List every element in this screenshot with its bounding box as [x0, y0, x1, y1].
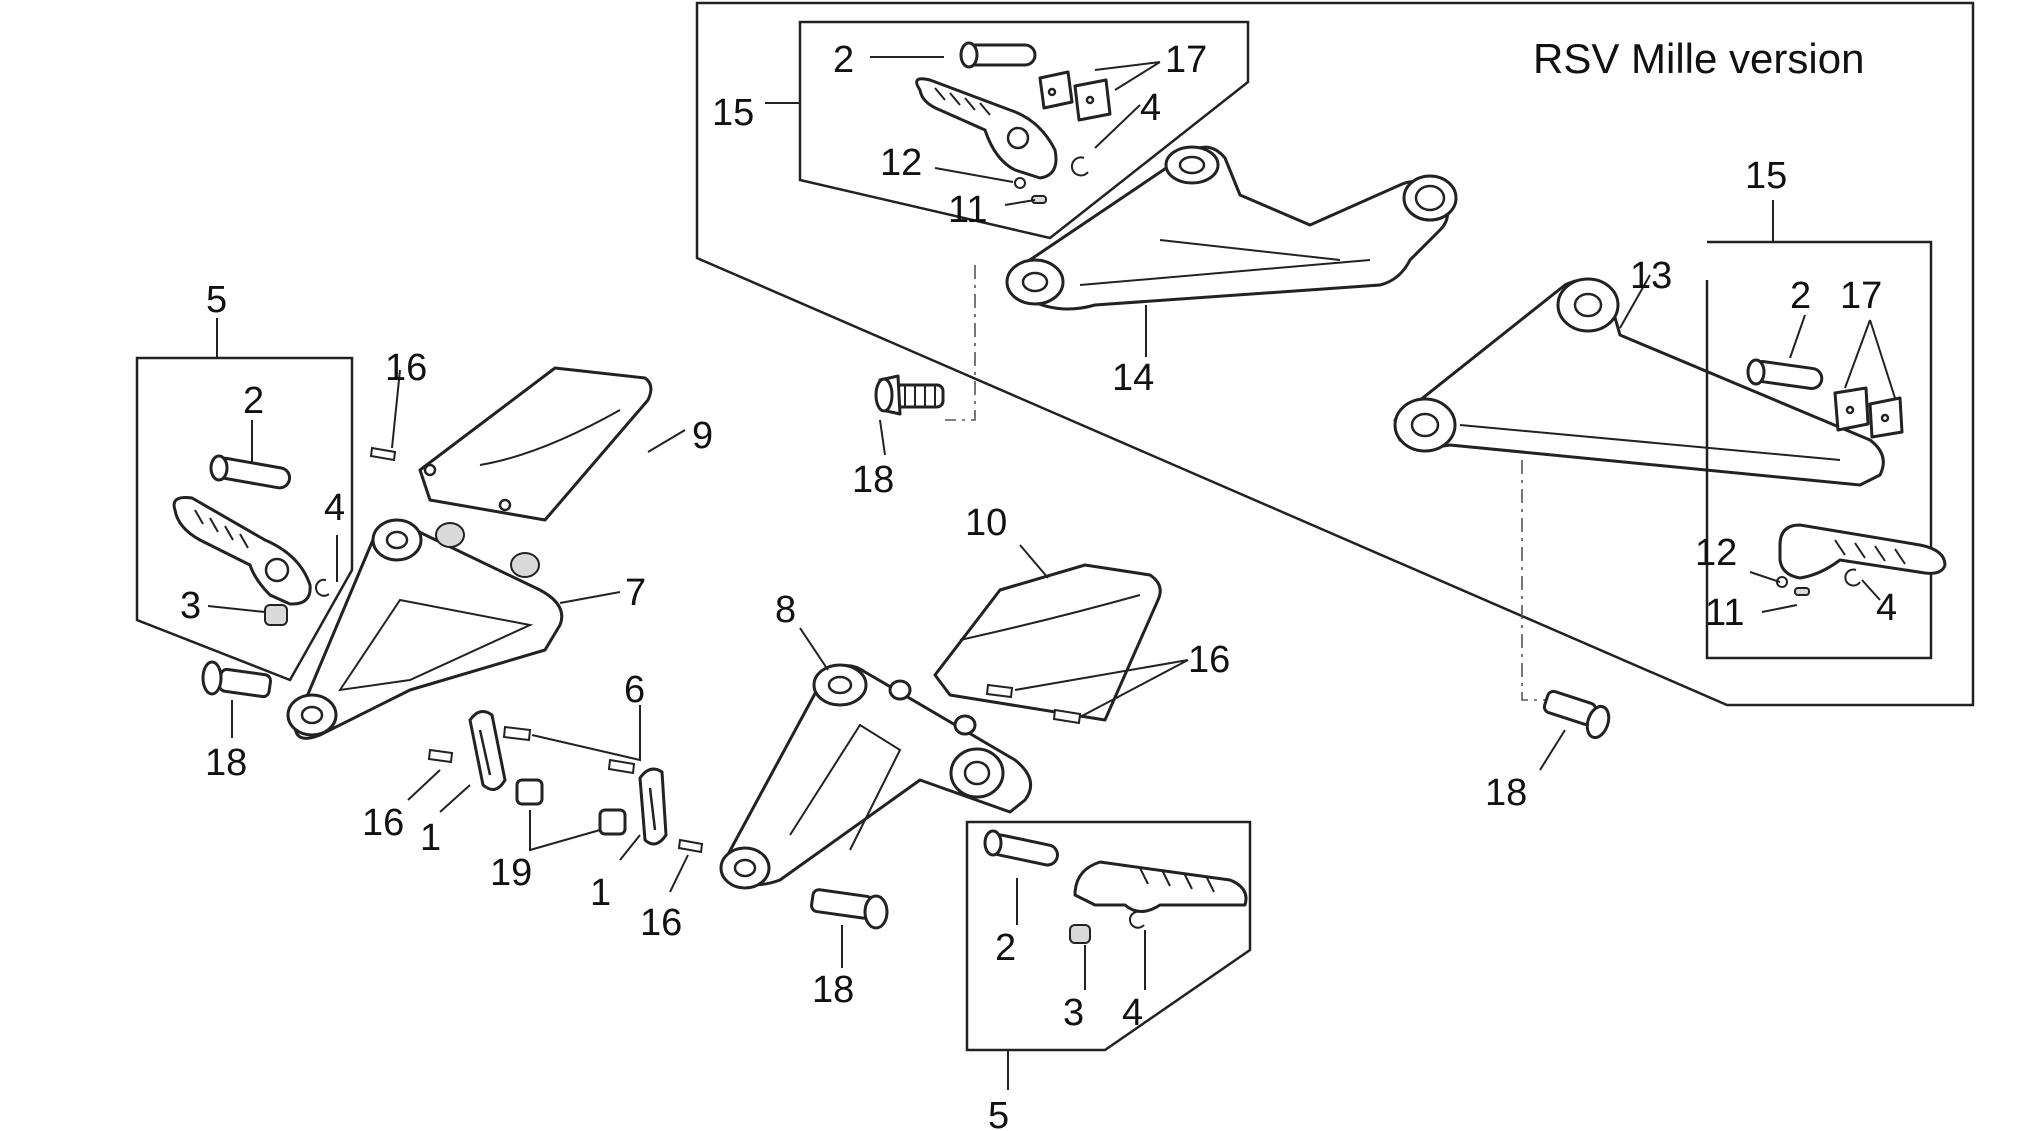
plate-icon — [1833, 386, 1904, 439]
label-2: 2 — [1790, 275, 1811, 317]
spacer-19-icon — [598, 808, 627, 836]
label-7: 7 — [625, 572, 646, 614]
bolt-icon — [810, 888, 889, 930]
pin-icon — [959, 41, 1037, 69]
bolt-icon — [201, 660, 273, 699]
ball-icon — [1014, 177, 1026, 189]
screw-16-icon — [677, 838, 704, 854]
footpeg-icon — [915, 77, 1058, 180]
footpeg-icon — [1778, 523, 1947, 580]
group-box-15-right — [1705, 240, 1933, 660]
dash-line-13 — [1521, 460, 1545, 701]
label-12: 12 — [880, 142, 922, 184]
screw-16-icon — [1052, 708, 1082, 725]
label-2: 2 — [995, 927, 1016, 969]
label-4: 4 — [1122, 992, 1143, 1034]
label-16: 16 — [1188, 639, 1230, 681]
clip-icon — [1070, 156, 1089, 177]
plate-icon — [1038, 70, 1112, 122]
label-18: 18 — [812, 969, 854, 1011]
label-17: 17 — [1165, 39, 1207, 81]
version-title: RSV Mille version — [1533, 35, 1864, 82]
bolt-icon — [874, 374, 945, 416]
bracket-8-icon — [719, 663, 1033, 890]
washer-icon — [888, 679, 912, 701]
label-4: 4 — [1140, 87, 1161, 129]
footpeg-icon — [172, 496, 312, 606]
pin-icon — [983, 829, 1059, 867]
label-11: 11 — [948, 189, 987, 231]
label-2: 2 — [243, 380, 264, 422]
label-4: 4 — [1876, 587, 1897, 629]
screw-16-icon — [427, 748, 454, 764]
label-18: 18 — [205, 742, 247, 784]
bracket-13-icon — [1393, 277, 1885, 487]
label-9: 9 — [692, 415, 713, 457]
label-16: 16 — [385, 347, 427, 389]
label-14: 14 — [1112, 357, 1154, 399]
label-11: 11 — [1705, 592, 1744, 634]
label-4: 4 — [324, 487, 345, 529]
group-box-5-bottom — [965, 820, 1252, 1052]
pin-icon — [1746, 358, 1824, 390]
group-box-5-left — [135, 356, 354, 682]
link-plate-1-icon — [638, 767, 668, 846]
label-16: 16 — [640, 902, 682, 944]
spring-icon — [1069, 924, 1091, 944]
clip-icon — [1129, 910, 1145, 929]
leader-lines — [207, 56, 1896, 1090]
spring-icon — [1794, 587, 1810, 596]
label-18: 18 — [852, 459, 894, 501]
rsv-version-boundary — [695, 1, 1975, 707]
label-1: 1 — [420, 817, 441, 859]
heel-guard-9-icon — [418, 366, 653, 522]
pin-icon — [209, 454, 292, 490]
label-12: 12 — [1695, 532, 1737, 574]
screw-16-icon — [607, 758, 636, 775]
dash-line-14 — [945, 265, 976, 421]
bracket-7-icon — [286, 518, 564, 740]
label-6: 6 — [624, 669, 645, 711]
bolt-icon — [1542, 689, 1611, 740]
label-2: 2 — [833, 39, 854, 81]
label-17: 17 — [1840, 275, 1882, 317]
heel-guard-10-icon — [933, 563, 1162, 722]
label-13: 13 — [1630, 255, 1672, 297]
label-15: 15 — [1745, 155, 1787, 197]
screw-16-icon — [985, 683, 1014, 699]
spacer-19-icon — [515, 778, 544, 806]
spring-icon — [264, 604, 288, 626]
link-plate-1-icon — [468, 709, 507, 791]
group-box-15-top — [798, 20, 1250, 240]
clip-icon — [1844, 568, 1861, 587]
label-5: 5 — [206, 279, 227, 321]
clip-icon — [315, 578, 330, 597]
label-5: 5 — [988, 1095, 1009, 1131]
label-18: 18 — [1485, 772, 1527, 814]
label-10: 10 — [965, 502, 1007, 544]
footpeg-icon — [1073, 860, 1248, 913]
washer-icon — [953, 714, 977, 736]
label-3: 3 — [180, 585, 201, 627]
label-16: 16 — [362, 802, 404, 844]
screw-16-icon — [502, 725, 532, 742]
bracket-14-icon — [1005, 145, 1458, 311]
label-1: 1 — [590, 872, 611, 914]
screw-16-icon — [369, 446, 397, 462]
label-15: 15 — [712, 92, 754, 134]
label-8: 8 — [775, 589, 796, 631]
label-3: 3 — [1063, 992, 1084, 1034]
label-19: 19 — [490, 852, 532, 894]
